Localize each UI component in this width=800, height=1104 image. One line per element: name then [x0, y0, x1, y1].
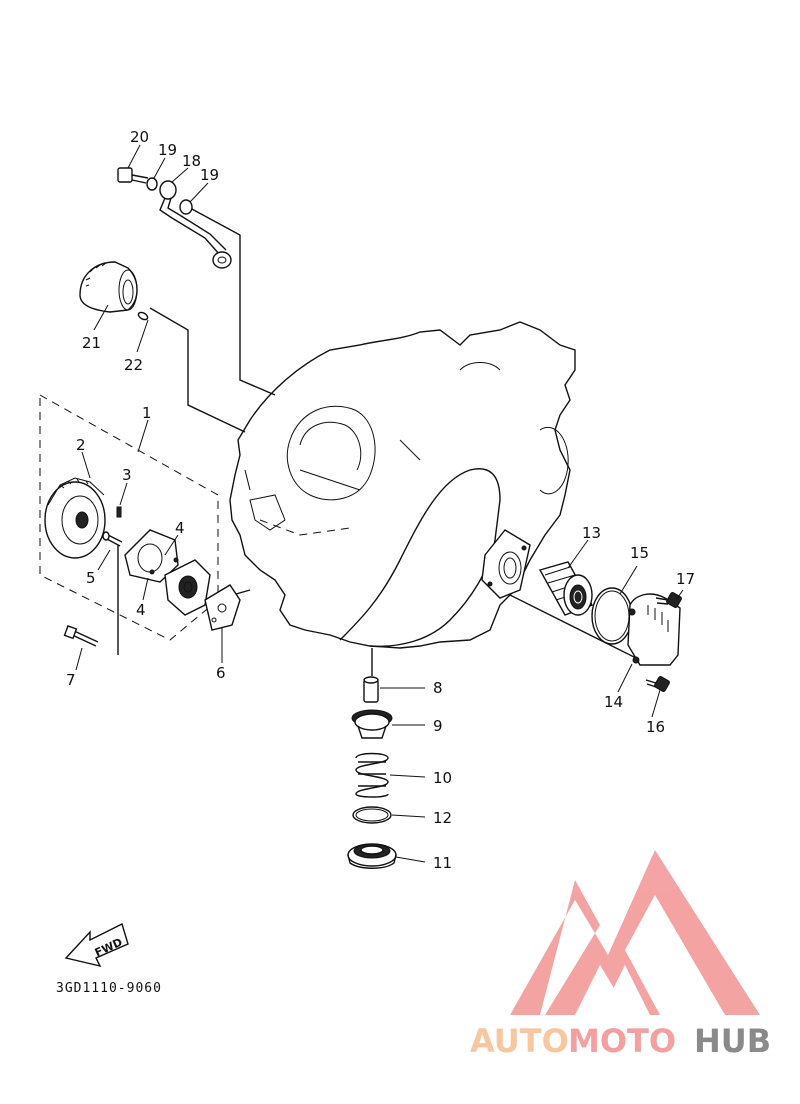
part-label-8: 8 [433, 679, 443, 697]
part-label-14: 14 [604, 693, 623, 711]
part-label-20: 20 [130, 128, 149, 146]
washer-19a [146, 177, 158, 191]
watermark-logo-shape [510, 850, 760, 1015]
pump-body [124, 529, 211, 616]
part-label-12: 12 [433, 809, 452, 827]
part-callouts: 20 19 18 19 21 22 1 2 3 4 5 4 6 7 13 15 … [66, 128, 695, 872]
drain-part-8 [363, 676, 379, 703]
part-label-10: 10 [433, 769, 452, 787]
crankcase-illustration [229, 321, 576, 649]
part-label-15: 15 [630, 544, 649, 562]
dowel-pin-a [149, 569, 155, 575]
oring-22 [137, 311, 149, 321]
gasket-part [204, 584, 241, 631]
filter-cover-14 [627, 593, 681, 666]
washer-19b [179, 199, 193, 215]
watermark-logo-inner [600, 965, 650, 1015]
bolt-part [63, 625, 99, 647]
oil-filter-group [481, 529, 682, 692]
part-label-11: 11 [433, 854, 452, 872]
part-label-5: 5 [86, 569, 96, 587]
oil-filter-13 [538, 561, 594, 616]
watermark-text-hub: HUB [694, 1022, 771, 1060]
bolt-17 [655, 592, 682, 608]
drain-plug-11 [347, 843, 397, 869]
part-label-19a: 19 [158, 141, 177, 159]
part-label-4b: 4 [136, 601, 146, 619]
part-label-7: 7 [66, 671, 76, 689]
part-label-4a: 4 [175, 519, 185, 537]
watermark-text-auto: AUTO [470, 1022, 569, 1060]
fwd-arrow: FWD [64, 923, 129, 968]
part-label-13: 13 [582, 524, 601, 542]
watermark-logo [510, 850, 760, 1015]
part-label-3: 3 [122, 466, 132, 484]
part-label-19b: 19 [200, 166, 219, 184]
watermark-text-moto: MOTO [568, 1022, 676, 1060]
oil-pipe-18 [159, 180, 232, 269]
drain-plug-group [347, 676, 397, 869]
part-label-21: 21 [82, 334, 101, 352]
part-label-22: 22 [124, 356, 143, 374]
part-label-16: 16 [646, 718, 665, 736]
part-label-17: 17 [676, 570, 695, 588]
oil-pump-assembly [39, 394, 241, 647]
part-label-9: 9 [433, 717, 443, 735]
part-label-1: 1 [142, 404, 152, 422]
spring-10 [355, 752, 389, 798]
drain-part-9 [351, 709, 393, 739]
oil-pipe-group [117, 167, 232, 269]
part-label-18: 18 [182, 152, 201, 170]
assembly-box [39, 394, 219, 641]
diagram-code: 3GD1110-9060 [56, 981, 162, 996]
filter-gasket [481, 529, 531, 599]
part-label-6: 6 [216, 664, 226, 682]
bolt-20 [117, 167, 149, 184]
strainer-21 [79, 261, 138, 313]
pin-part [116, 506, 122, 518]
oil-strainer-group [79, 261, 149, 321]
dowel-pin-b [173, 557, 179, 563]
screw-part [102, 531, 123, 547]
part-label-2: 2 [76, 436, 86, 454]
pump-gear [44, 477, 106, 559]
watermark-text: AUTO MOTO HUB [470, 1022, 771, 1060]
bolt-16 [645, 676, 670, 692]
oring-12 [352, 806, 392, 824]
oring-15 [591, 587, 633, 645]
